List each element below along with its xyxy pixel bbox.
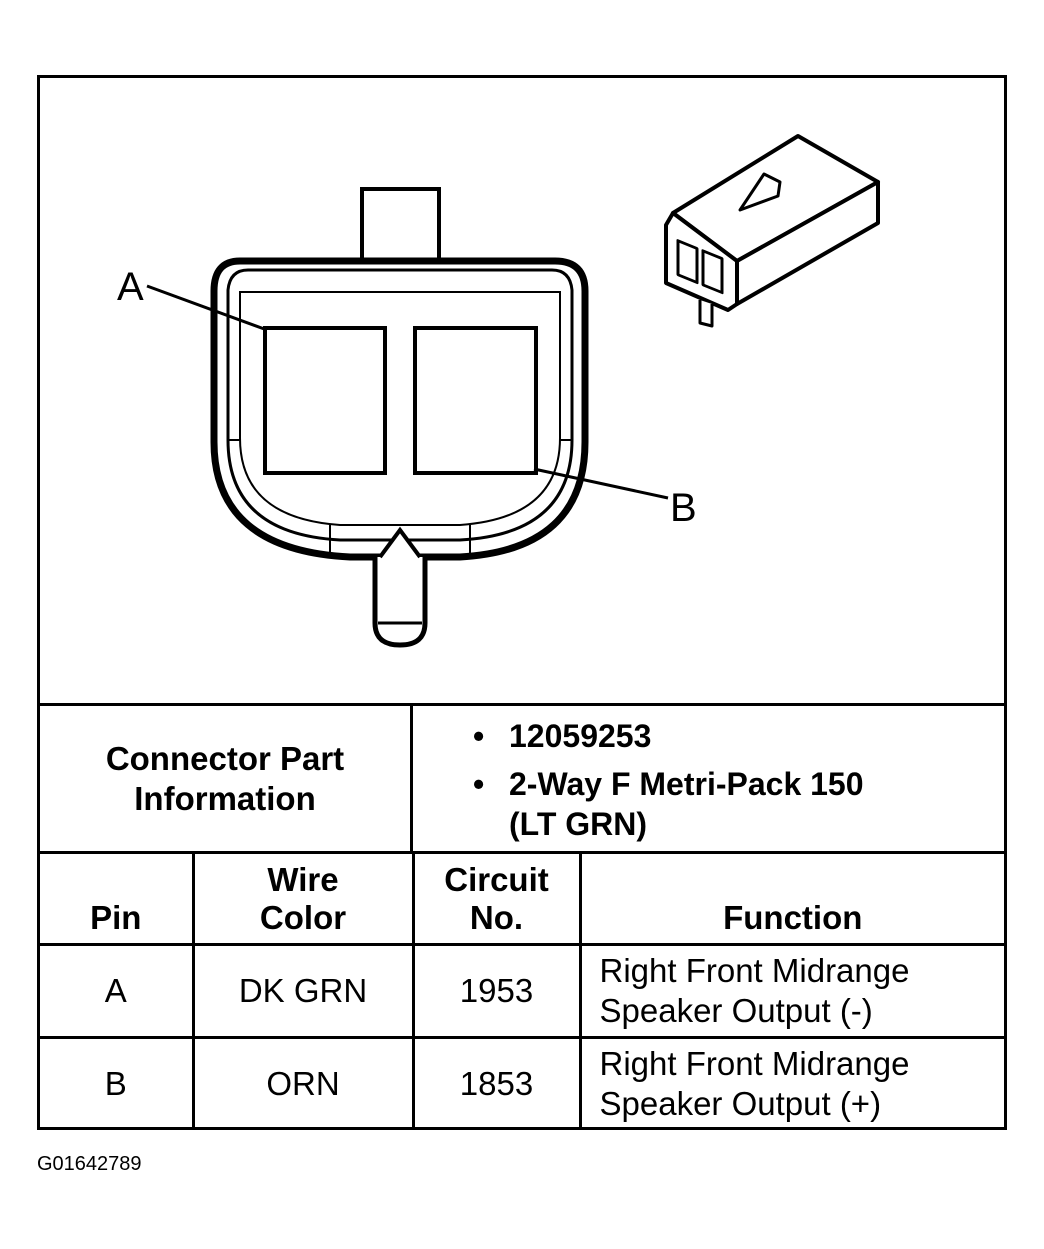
cell-circuit: 1853 bbox=[411, 1036, 582, 1129]
bullet-icon: • bbox=[473, 766, 485, 802]
list-item: • 2-Way F Metri-Pack 150 (LT GRN) bbox=[473, 764, 864, 844]
table-row: B ORN 1853 Right Front Midrange Speaker … bbox=[40, 1036, 1004, 1129]
latch-tab bbox=[360, 187, 441, 269]
header-wire-color: Wire Color bbox=[191, 851, 415, 946]
cell-function: Right Front Midrange Speaker Output (+) bbox=[578, 1036, 1004, 1129]
bullet-icon: • bbox=[473, 718, 485, 754]
cavity-a bbox=[263, 326, 387, 475]
connector-info-list: • 12059253 • 2-Way F Metri-Pack 150 (LT … bbox=[413, 706, 1004, 851]
cell-wire-color: DK GRN bbox=[191, 943, 415, 1039]
list-item: • 12059253 bbox=[473, 716, 651, 756]
cavity-b bbox=[413, 326, 538, 475]
cell-circuit: 1953 bbox=[411, 943, 582, 1039]
cell-wire-color: ORN bbox=[191, 1036, 415, 1129]
diagram-frame: A B Connector Part Information • 1205925… bbox=[37, 75, 1007, 1130]
bottom-key bbox=[372, 557, 428, 648]
connector-panel bbox=[239, 291, 561, 526]
connector-isometric-view bbox=[664, 134, 880, 328]
connector-info-label: Connector Part Information bbox=[40, 706, 413, 851]
part-number: 12059253 bbox=[509, 718, 652, 754]
iso-latch bbox=[738, 172, 782, 212]
callout-a: A bbox=[117, 265, 268, 332]
iso-tab bbox=[698, 300, 714, 328]
connector-info-row: Connector Part Information • 12059253 • … bbox=[40, 703, 1004, 851]
cell-function: Right Front Midrange Speaker Output (-) bbox=[578, 943, 1004, 1039]
callout-b: B bbox=[533, 467, 697, 530]
header-circuit-no: Circuit No. bbox=[411, 851, 582, 946]
connector-inner-body bbox=[226, 268, 574, 542]
iso-cavity-2 bbox=[701, 249, 724, 295]
table-row: A DK GRN 1953 Right Front Midrange Speak… bbox=[40, 943, 1004, 1039]
pinout-table: Pin Wire Color Circuit No. Function A DK… bbox=[40, 851, 1004, 1129]
connector-face bbox=[210, 187, 589, 648]
table-header-row: Pin Wire Color Circuit No. Function bbox=[40, 851, 1004, 946]
callout-a-label: A bbox=[117, 265, 144, 309]
connector-type: 2-Way F Metri-Pack 150 (LT GRN) bbox=[509, 766, 864, 842]
connector-diagram: A B bbox=[117, 134, 880, 648]
connector-info-label-text: Connector Part Information bbox=[105, 739, 345, 817]
iso-cavity-1 bbox=[676, 239, 699, 285]
header-pin: Pin bbox=[40, 851, 195, 946]
cell-pin: A bbox=[40, 943, 195, 1039]
header-function: Function bbox=[578, 851, 1004, 946]
figure-id: G01642789 bbox=[37, 1153, 142, 1175]
callout-b-label: B bbox=[670, 486, 697, 530]
cell-pin: B bbox=[40, 1036, 195, 1129]
